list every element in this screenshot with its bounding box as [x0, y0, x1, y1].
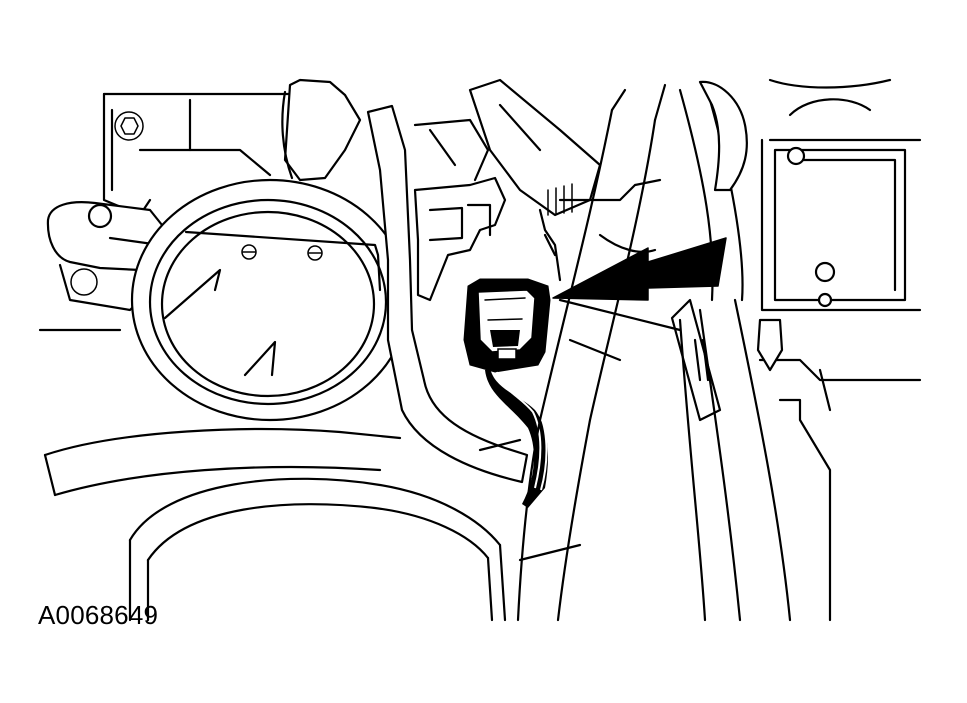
center-detail-lines — [545, 235, 680, 360]
coolant-pipe — [368, 106, 527, 482]
lower-left-structure — [45, 429, 580, 560]
throttle-body — [132, 180, 408, 420]
figure-id-label: A0068649 — [38, 600, 159, 630]
electrical-connector — [464, 279, 550, 372]
sensor-bracket — [415, 120, 505, 300]
right-lower-clip — [695, 320, 782, 380]
upper-hose — [282, 80, 360, 180]
right-cylinder — [700, 82, 747, 190]
right-cover-plate — [760, 80, 920, 620]
lower-air-intake — [130, 479, 505, 620]
upper-wiring-harness — [470, 80, 660, 280]
mounting-bracket — [40, 202, 170, 330]
upper-engine-housing — [104, 94, 290, 215]
right-hoses — [518, 85, 790, 620]
pointer-arrow-icon — [553, 238, 726, 300]
connector-wires — [485, 368, 548, 508]
